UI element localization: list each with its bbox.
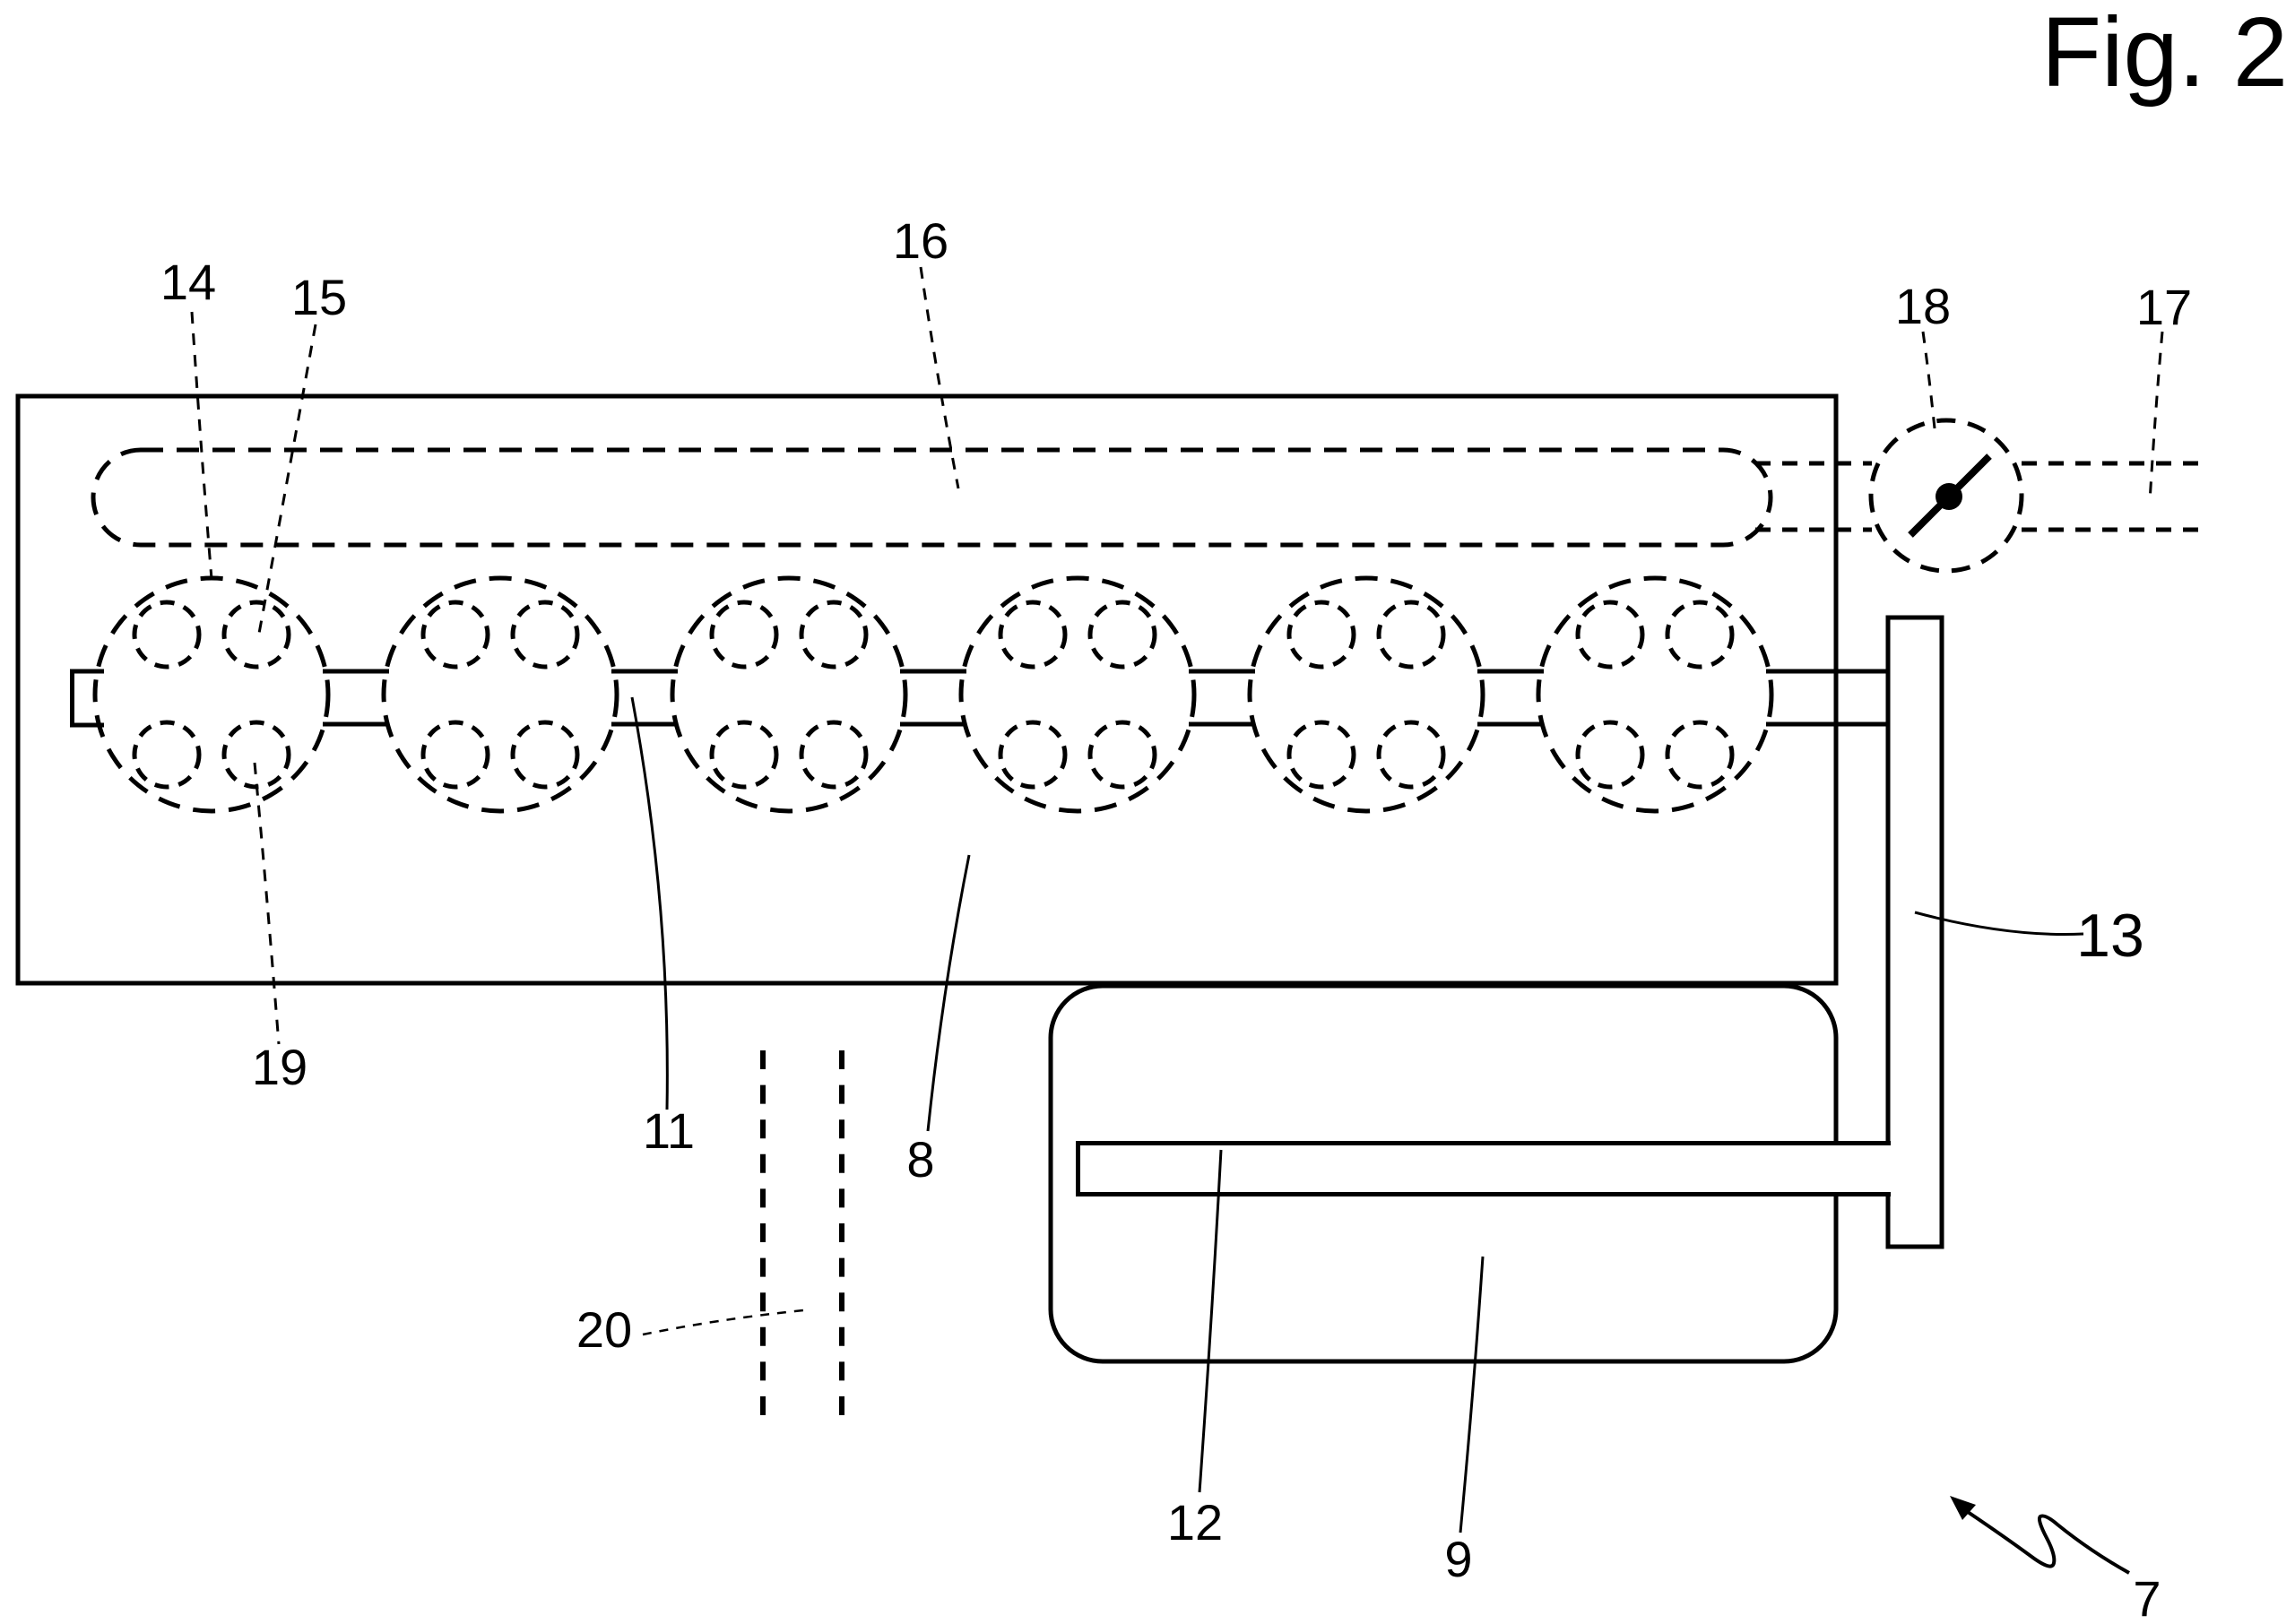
svg-text:7: 7 (2133, 1570, 2161, 1624)
svg-text:9: 9 (1444, 1531, 1472, 1587)
svg-text:19: 19 (252, 1039, 307, 1095)
svg-text:16: 16 (893, 212, 948, 269)
svg-text:17: 17 (2136, 279, 2192, 335)
svg-text:12: 12 (1167, 1494, 1223, 1551)
svg-text:14: 14 (160, 254, 216, 310)
svg-text:15: 15 (291, 269, 347, 325)
svg-text:Fig. 2: Fig. 2 (2041, 0, 2288, 108)
svg-text:20: 20 (576, 1301, 632, 1358)
svg-text:13: 13 (2076, 902, 2144, 970)
svg-text:8: 8 (906, 1131, 934, 1188)
svg-text:11: 11 (643, 1102, 695, 1159)
svg-text:18: 18 (1895, 278, 1951, 334)
